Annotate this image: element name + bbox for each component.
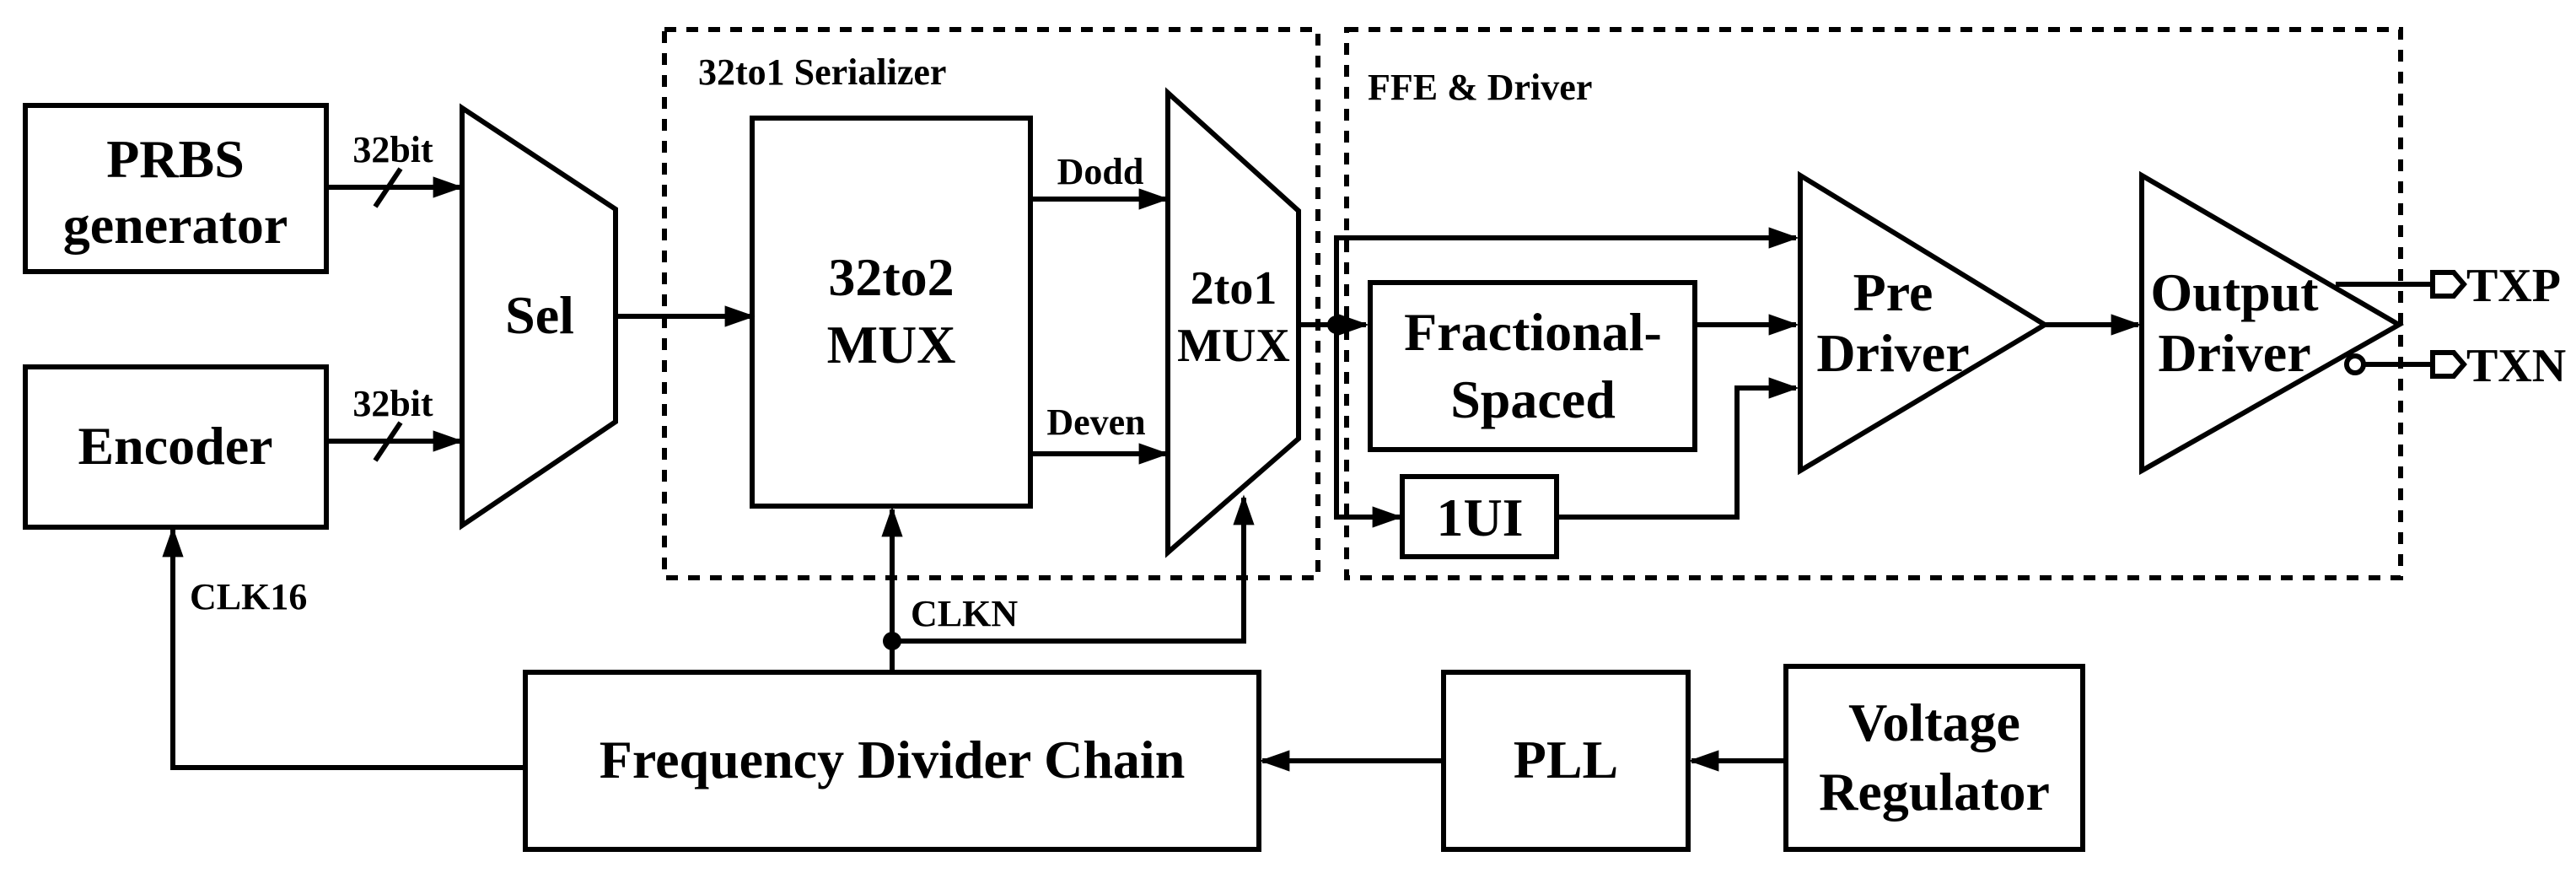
pre-driver-label-line1: Pre: [1853, 262, 1933, 322]
main-tap-wire: [1334, 227, 1799, 325]
fractional-spaced-label-line1: Fractional-: [1404, 302, 1662, 362]
prbs-bus-width-label: 32bit: [352, 129, 433, 170]
mux2to1-label-line2: MUX: [1177, 320, 1290, 372]
mux32to2-label-line2: MUX: [827, 315, 956, 375]
clk16-label: CLK16: [190, 576, 307, 617]
sel-mux-label: Sel: [505, 285, 574, 345]
voltage-regulator-label-line1: Voltage: [1848, 692, 2020, 752]
fractional-spaced-block: [1368, 280, 1697, 452]
encoder-bus-width-label: 32bit: [352, 383, 433, 424]
txp-port-icon: [2430, 270, 2467, 299]
sel-mux-block: [460, 103, 618, 531]
dodd-label: Dodd: [1057, 151, 1144, 192]
mux2to1-block: [1165, 87, 1301, 558]
encoder-bus-width-tick: [373, 421, 403, 462]
frequency-divider-chain-label: Frequency Divider Chain: [600, 730, 1186, 789]
voltage-regulator-block: [1783, 664, 2085, 852]
mux32to2-label-line1: 32to2: [828, 247, 954, 307]
prbs-generator-label-line1: PRBS: [106, 129, 245, 189]
output-driver-block: [2139, 170, 2405, 476]
to-1ui-wire: [1334, 325, 1403, 528]
fractional-spaced-label-line2: Spaced: [1450, 369, 1616, 429]
txp-label: TXP: [2466, 260, 2561, 312]
delay-1ui-label: 1UI: [1436, 488, 1523, 547]
encoder-label: Encoder: [78, 416, 272, 476]
deven-label: Deven: [1046, 401, 1145, 443]
pre-driver-block: [1798, 170, 2050, 476]
prbs-bus-width-tick: [373, 167, 403, 208]
prbs-generator-label-line2: generator: [63, 195, 288, 255]
output-driver-label-line2: Driver: [2158, 323, 2310, 383]
pre-driver-label-line2: Driver: [1816, 323, 1969, 383]
txn-inversion-bubble-icon: [2344, 353, 2366, 375]
clkn-to-mux2to1-wire: [892, 494, 1255, 644]
mux32to2-block: [750, 116, 1033, 509]
mux2to1-label-line1: 2to1: [1191, 262, 1277, 315]
delay-to-predriver-wire: [1557, 377, 1799, 520]
txn-label: TXN: [2466, 340, 2566, 392]
ffe-driver-group-boundary: [1344, 27, 2403, 580]
voltage-regulator-label-line2: Regulator: [1819, 762, 2050, 822]
serializer-group-boundary: [662, 27, 1320, 580]
ffe-driver-group-label: FFE & Driver: [1368, 67, 1592, 108]
pll-label: PLL: [1514, 730, 1618, 789]
txn-port-icon: [2430, 350, 2467, 379]
clk16-wire: [162, 526, 525, 770]
clkn-label: CLKN: [911, 593, 1018, 634]
serializer-group-label: 32to1 Serializer: [698, 51, 946, 93]
output-driver-label-line1: Output: [2150, 262, 2319, 322]
